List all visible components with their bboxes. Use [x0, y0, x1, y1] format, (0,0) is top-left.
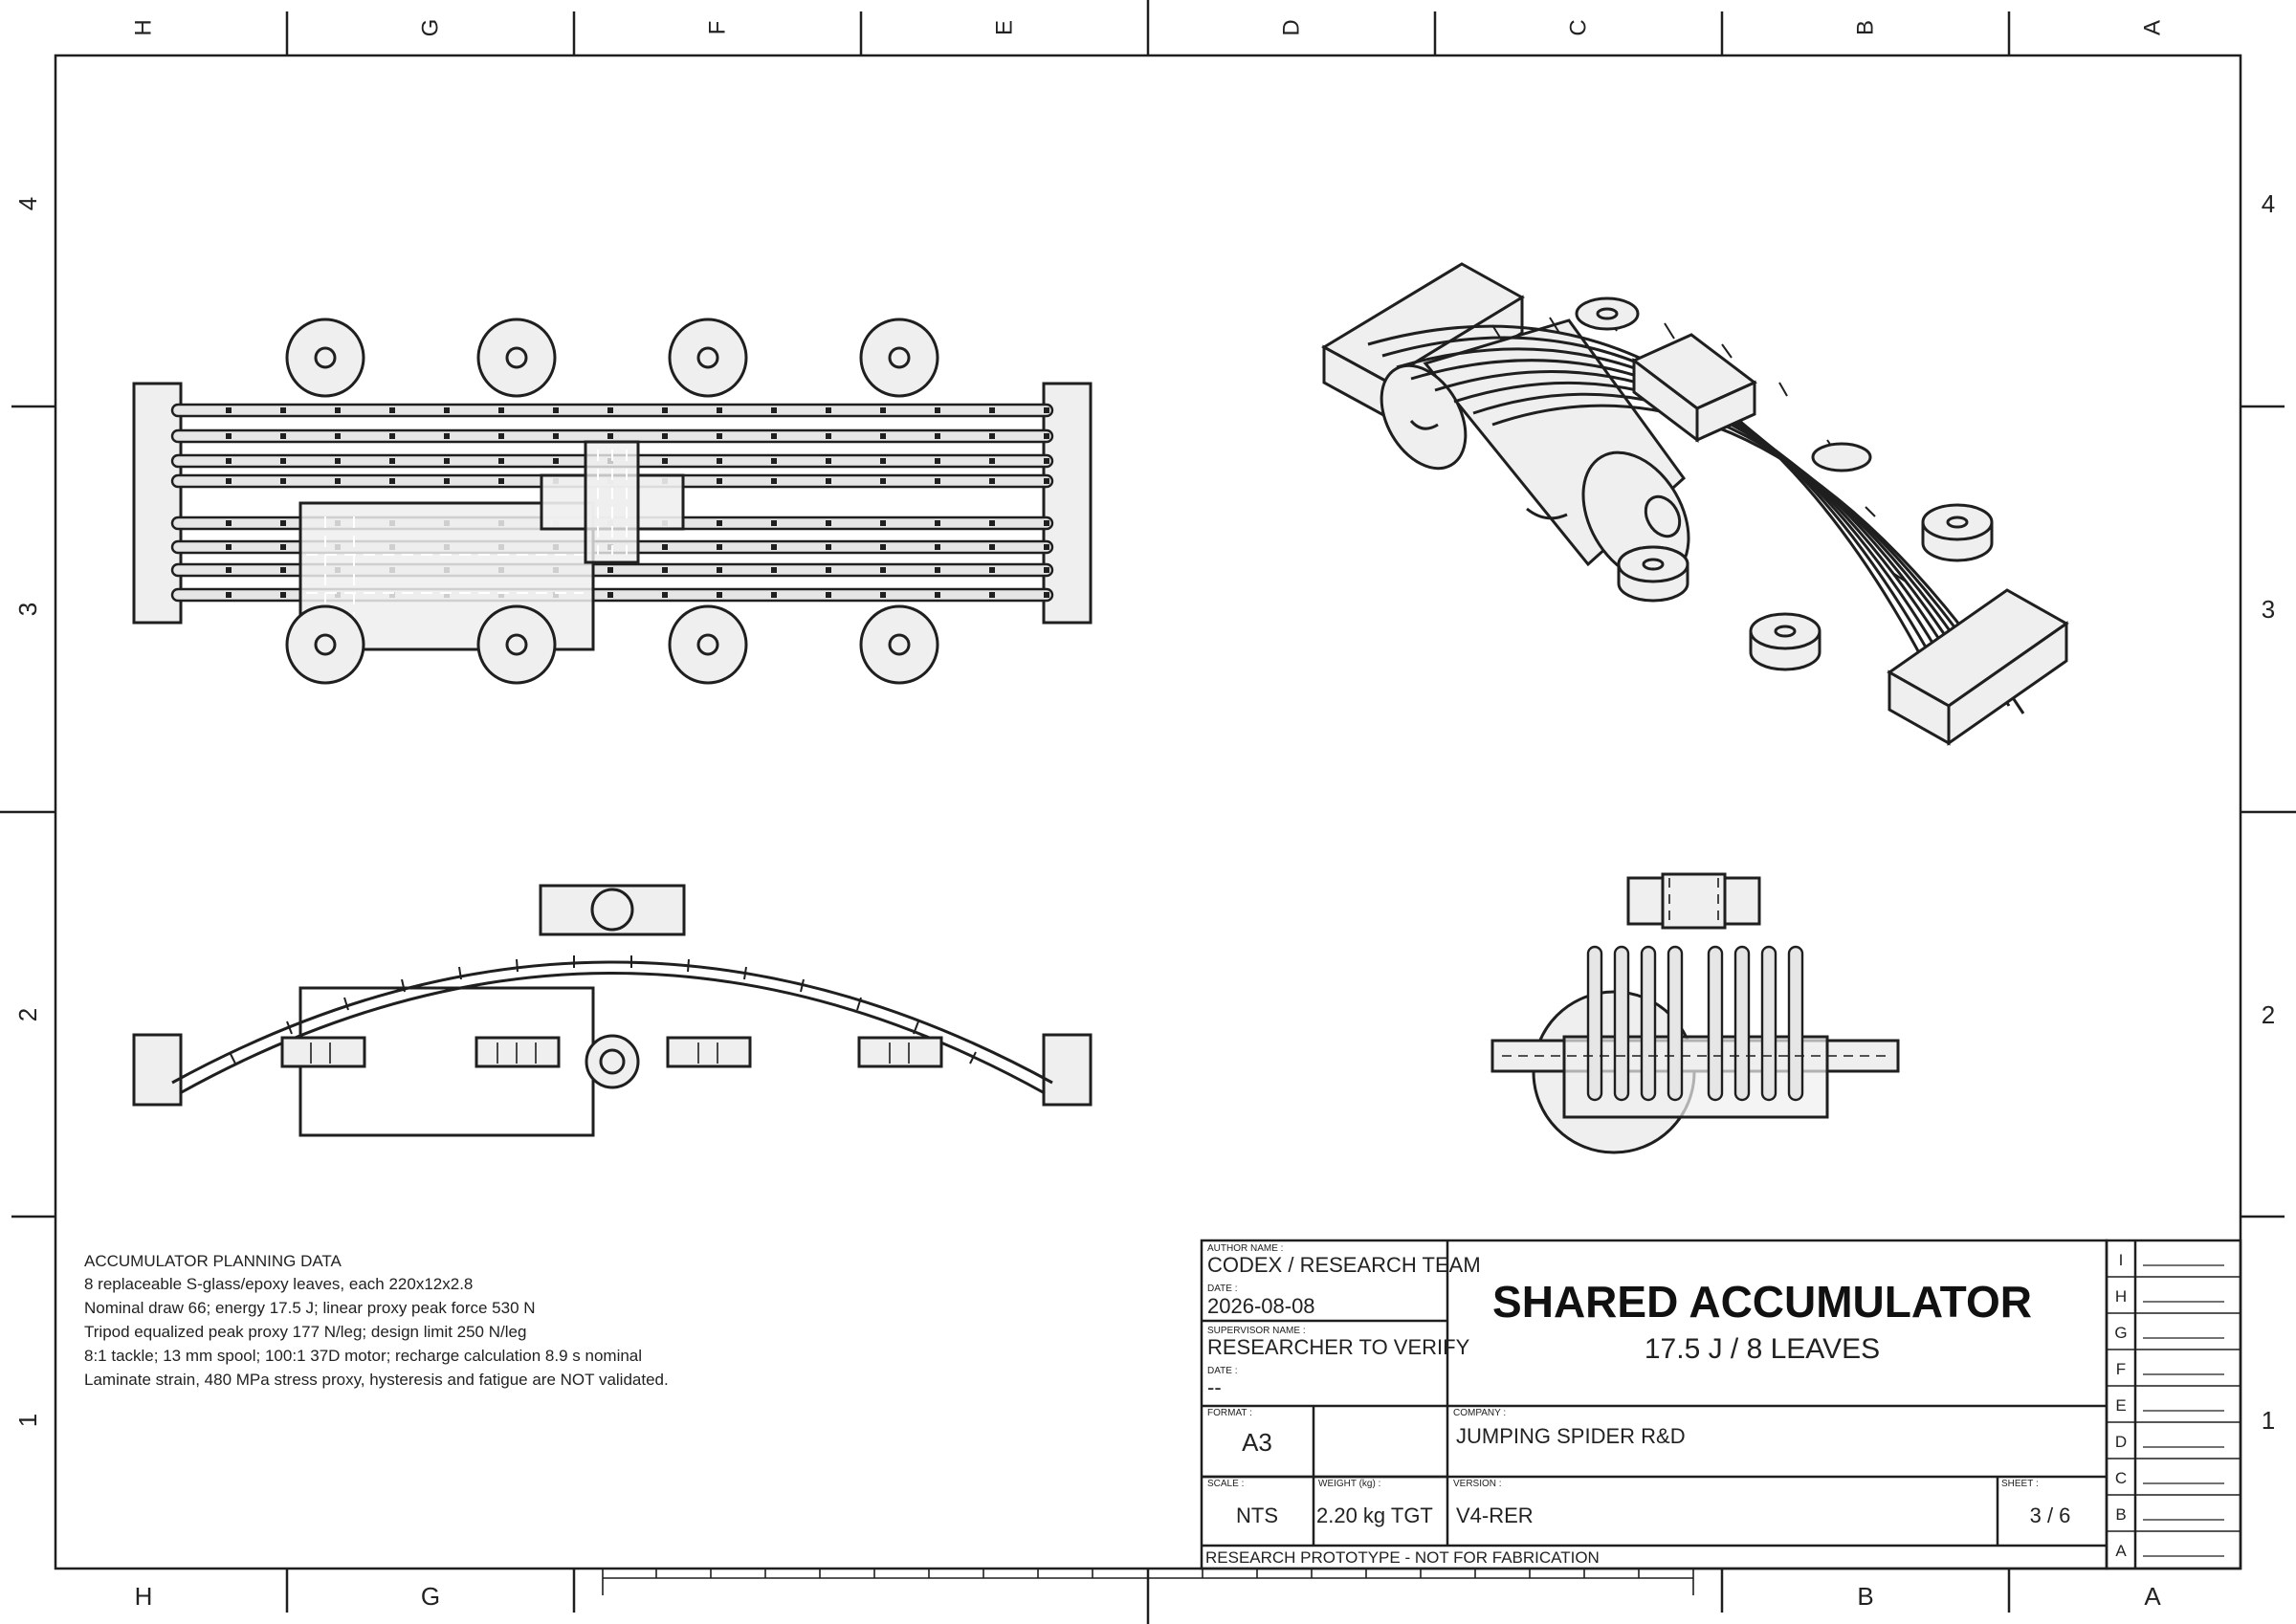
zone-letter: B — [1853, 20, 1879, 35]
zone-number: 1 — [13, 1414, 42, 1427]
revision-letter: F — [2116, 1360, 2126, 1378]
front-clamp — [475, 1036, 561, 1068]
zone-number: 2 — [2262, 1000, 2275, 1029]
zone-letter: F — [705, 21, 731, 35]
notes-line: Tripod equalized peak proxy 177 N/leg; d… — [84, 1323, 526, 1341]
front-pulley — [585, 1034, 640, 1089]
revision-letter: D — [2115, 1433, 2127, 1451]
weight-value: 2.20 kg TGT — [1316, 1503, 1433, 1527]
pulley-wheel — [668, 318, 748, 398]
zone-letter: E — [992, 20, 1018, 35]
zone-letter: H — [131, 19, 157, 35]
pulley-wheel — [668, 604, 748, 685]
revision-letter: G — [2114, 1324, 2127, 1342]
zone-number: 4 — [2262, 189, 2275, 218]
date-label: DATE : — [1207, 1284, 1237, 1294]
iso-pulley — [1811, 442, 1872, 472]
author-name: CODEX / RESEARCH TEAM — [1207, 1253, 1481, 1277]
pulley-wheel — [476, 318, 557, 398]
isometric-view — [1320, 262, 2069, 746]
side-view — [1490, 872, 1900, 1154]
front-end-block-left — [132, 1033, 183, 1107]
sheet-number: 3 / 6 — [2030, 1503, 2071, 1527]
notes-title: ACCUMULATOR PLANNING DATA — [84, 1252, 342, 1270]
end-block-left — [132, 382, 183, 625]
iso-shaft — [1644, 494, 1682, 538]
front-clamp — [666, 1036, 752, 1068]
iso-pulley — [1921, 503, 1994, 562]
pulley-wheel — [285, 318, 365, 398]
zone-letter: D — [1279, 19, 1305, 35]
scale-label: SCALE : — [1207, 1479, 1244, 1489]
planning-notes: ACCUMULATOR PLANNING DATA 8 replaceable … — [84, 1252, 669, 1389]
zone-letter: C — [1566, 19, 1592, 35]
supervisor-name: RESEARCHER TO VERIFY — [1207, 1335, 1470, 1359]
iso-pulley — [1575, 296, 1640, 331]
zone-number: 3 — [13, 603, 42, 616]
end-block-right — [1042, 382, 1093, 625]
title-block: I H G F E D C B A AUTHOR NAME : DATE : S… — [1200, 1239, 2242, 1570]
revision-letter: H — [2115, 1287, 2127, 1306]
pulley-wheel — [476, 604, 557, 685]
pulley-wheel — [859, 318, 939, 398]
date2-label: DATE : — [1207, 1366, 1237, 1376]
front-view — [132, 884, 1093, 1137]
notes-line: 8:1 tackle; 13 mm spool; 100:1 37D motor… — [84, 1347, 642, 1365]
zone-number: 3 — [2262, 595, 2275, 624]
drawing-subtitle: 17.5 J / 8 LEAVES — [1645, 1333, 1880, 1365]
revision-letter: A — [2115, 1542, 2127, 1560]
front-clamp — [280, 1036, 366, 1068]
revision-letter: I — [2119, 1251, 2124, 1269]
zone-letters-top: H G F E D C B A — [131, 19, 2166, 37]
top-view — [132, 318, 1093, 685]
iso-pulley — [1749, 612, 1821, 671]
zone-letters-bottom: H G B A — [135, 1582, 2162, 1611]
sheet-label: SHEET : — [2001, 1479, 2039, 1489]
drawing-date: 2026-08-08 — [1207, 1294, 1315, 1318]
zone-letter: A — [2140, 20, 2166, 35]
revision-letter: C — [2115, 1469, 2127, 1487]
format-label: FORMAT : — [1207, 1408, 1252, 1418]
company-label: COMPANY : — [1453, 1408, 1506, 1418]
side-clamp-body — [1562, 1035, 1829, 1119]
drawing-title: SHARED ACCUMULATOR — [1492, 1277, 2032, 1327]
pulley-wheel — [285, 604, 365, 685]
iso-pulley — [1617, 545, 1689, 603]
revision-letter: E — [2115, 1396, 2126, 1415]
center-clamp-block — [584, 440, 640, 564]
zone-letter: H — [135, 1582, 153, 1611]
supervisor-label: SUPERVISOR NAME : — [1207, 1326, 1306, 1336]
zone-letter: G — [421, 1582, 440, 1611]
front-end-block-right — [1042, 1033, 1093, 1107]
notes-line: Laminate strain, 480 MPa stress proxy, h… — [84, 1371, 669, 1389]
author-label: AUTHOR NAME : — [1207, 1243, 1283, 1254]
company-name: JUMPING SPIDER R&D — [1456, 1424, 1686, 1448]
format-value: A3 — [1242, 1428, 1272, 1457]
notes-line: Nominal draw 66; energy 17.5 J; linear p… — [84, 1299, 536, 1317]
notes-line: 8 replaceable S-glass/epoxy leaves, each… — [84, 1275, 473, 1293]
weight-label: WEIGHT (kg) : — [1318, 1479, 1380, 1489]
fabrication-footer: RESEARCH PROTOTYPE - NOT FOR FABRICATION — [1205, 1548, 1600, 1567]
pulley-wheel — [859, 604, 939, 685]
front-clamp — [857, 1036, 943, 1068]
revision-letter: B — [2115, 1505, 2126, 1524]
supervisor-date: -- — [1207, 1375, 1222, 1399]
zone-letter: A — [2144, 1582, 2161, 1611]
side-leaf-pins — [1586, 945, 1804, 1102]
zone-numbers: 4 3 2 1 4 3 2 1 — [13, 189, 2275, 1435]
zone-letter: B — [1857, 1582, 1873, 1611]
version-value: V4-RER — [1456, 1503, 1534, 1527]
zone-letter: G — [418, 19, 444, 37]
scale-value: NTS — [1236, 1503, 1278, 1527]
version-label: VERSION : — [1453, 1479, 1502, 1489]
zone-number: 2 — [13, 1008, 42, 1021]
zone-number: 4 — [13, 197, 42, 210]
zone-number: 1 — [2262, 1406, 2275, 1435]
front-leaf-arc — [171, 960, 1053, 1085]
